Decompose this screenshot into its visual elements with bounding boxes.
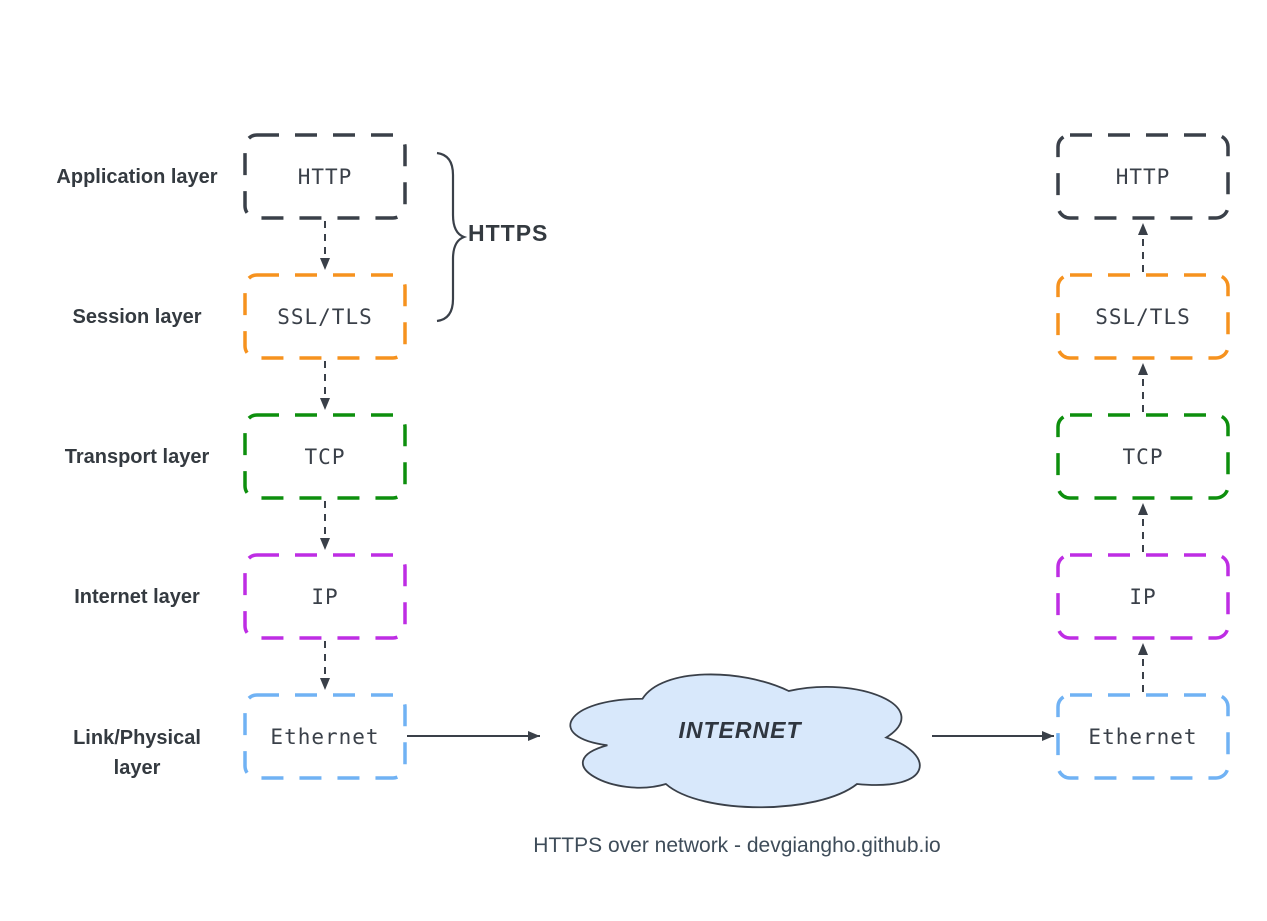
layer-label-internet: Internet layer: [74, 586, 200, 608]
right-box-tcp-label: TCP: [1122, 445, 1164, 469]
internet-cloud-label: INTERNET: [678, 717, 802, 743]
layer-label-session: Session layer: [72, 306, 202, 328]
left-box-ip-label: IP: [311, 585, 339, 609]
internet-cloud-icon: [569, 673, 921, 809]
diagram-caption: HTTPS over network - devgiangho.github.i…: [533, 834, 941, 857]
right-box-ethernet-label: Ethernet: [1088, 725, 1198, 749]
layer-label-application: Application layer: [56, 166, 218, 188]
right-box-ip-label: IP: [1129, 585, 1157, 609]
left-box-tcp: [243, 413, 407, 500]
left-box-http-label: HTTP: [297, 165, 353, 189]
left-box-ethernet: [243, 693, 407, 780]
https-brace: [436, 151, 468, 323]
right-box-http-label: HTTP: [1115, 165, 1171, 189]
left-box-http: [243, 133, 407, 220]
right-box-ssltls: [1056, 273, 1230, 360]
right-box-ip: [1056, 553, 1230, 640]
right-box-http: [1056, 133, 1230, 220]
left-box-ssltls: [243, 273, 407, 360]
left-box-ip: [243, 553, 407, 640]
cloud-group: [569, 673, 921, 809]
left-box-ssltls-label: SSL/TLS: [277, 305, 373, 329]
layer-label-link-physical: Link/Physical layer: [73, 727, 201, 779]
right-box-ssltls-label: SSL/TLS: [1095, 305, 1191, 329]
https-brace-label: HTTPS: [468, 220, 549, 246]
box-group: [243, 133, 1230, 780]
left-box-tcp-label: TCP: [304, 445, 346, 469]
layer-label-transport: Transport layer: [64, 446, 210, 468]
left-box-ethernet-label: Ethernet: [270, 725, 380, 749]
right-box-ethernet: [1056, 693, 1230, 780]
connector-group: [320, 151, 1148, 741]
right-box-tcp: [1056, 413, 1230, 500]
